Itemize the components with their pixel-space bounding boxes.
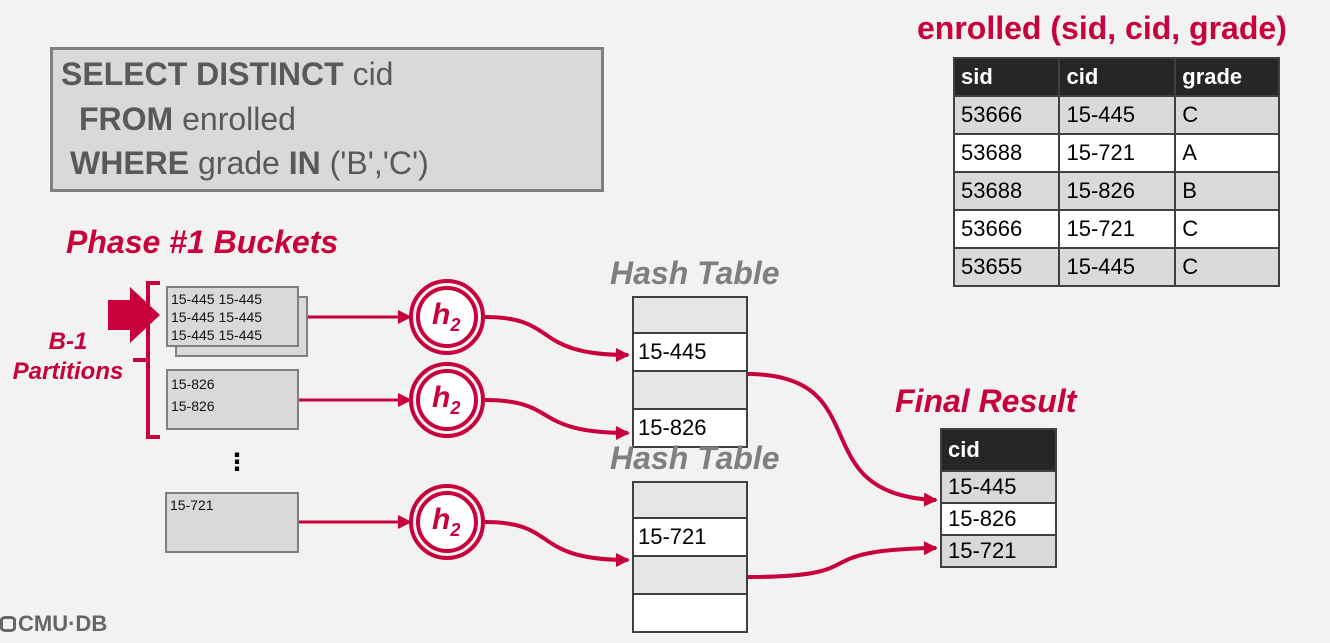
h2-outer (409, 484, 485, 560)
hash-slot (632, 595, 748, 633)
table-cell: 15-721 (1058, 209, 1177, 249)
col-header: sid (952, 57, 1061, 97)
bucket-2: 15-826 15-826 (166, 369, 299, 430)
bucket-3: 15-721 (165, 492, 299, 553)
curve-h2-ht1-826 (484, 398, 630, 440)
hash-slot (632, 481, 748, 519)
sql-keyword: FROM (79, 101, 174, 137)
hash-slot: 15-445 (632, 334, 748, 372)
table-cell: 15-445 (1058, 95, 1177, 135)
curve-ht2-final (746, 541, 938, 579)
hash-slot: 15-826 (632, 410, 748, 448)
bucket-entry: 15-445 15-445 (171, 327, 263, 343)
curve-h2-ht1-445 (484, 315, 630, 362)
partition-bracket (133, 281, 160, 439)
sql-text: cid (343, 56, 394, 92)
hash-fn-base: h (432, 298, 451, 331)
hash-slot (632, 557, 748, 595)
result-cell: 15-445 (940, 470, 1057, 504)
table-cell: 53666 (952, 209, 1061, 249)
hash-function-label: h2 (432, 503, 460, 541)
table-cell: 53655 (952, 247, 1061, 287)
table-cell: 15-445 (1058, 247, 1177, 287)
bucket-entry: 15-826 (171, 398, 215, 414)
enrolled-title: enrolled (sid, cid, grade) (917, 10, 1287, 46)
hash-fn-sub: 2 (450, 315, 461, 335)
sql-keyword: SELECT DISTINCT (61, 56, 344, 92)
hash-table-1-title: Hash Table (610, 255, 780, 291)
database-icon (0, 616, 16, 632)
sql-keyword: WHERE (70, 145, 190, 181)
phase-title: Phase #1 Buckets (66, 224, 339, 260)
hash-slot: 15-721 (632, 519, 748, 557)
hash-fn-sub: 2 (450, 398, 461, 418)
partitions-label-line: B-1 (48, 328, 88, 355)
bucket-entry: 15-826 (171, 376, 215, 392)
sql-query-box: SELECT DISTINCT cid FROM enrolled WHERE … (50, 47, 604, 192)
hash-slot (632, 296, 748, 334)
hash-function-label: h2 (432, 298, 460, 336)
result-cell: 15-826 (940, 502, 1057, 536)
table-cell: 15-721 (1058, 133, 1177, 173)
hash-table-2-title: Hash Table (610, 440, 780, 476)
hash-fn-base: h (432, 503, 451, 536)
sql-text: grade (189, 145, 289, 181)
table-cell: C (1174, 247, 1280, 287)
bucket-entry: 15-445 15-445 (171, 291, 263, 307)
final-result-table: cid 15-445 15-826 15-721 (940, 428, 1057, 568)
result-cell: 15-721 (940, 534, 1057, 568)
curve-h2-ht2-721 (484, 520, 630, 567)
table-cell: C (1174, 95, 1280, 135)
col-header: grade (1174, 57, 1280, 97)
hash-fn-base: h (432, 381, 451, 414)
col-header: cid (940, 428, 1057, 472)
logo-text: CMU·DB (18, 611, 108, 636)
bucket-entry: 15-721 (170, 497, 214, 513)
hash-function-label: h2 (432, 381, 460, 419)
final-result-title: Final Result (895, 383, 1077, 419)
sql-keyword: IN (288, 145, 321, 181)
table-cell: A (1174, 133, 1280, 173)
sql-text: enrolled (173, 101, 296, 137)
h2-outer (409, 279, 485, 355)
col-header: cid (1058, 57, 1177, 97)
input-arrow (108, 287, 160, 343)
curve-ht1-final (746, 372, 938, 507)
hash-fn-sub: 2 (450, 520, 461, 540)
cmu-db-logo: CMU·DB (0, 611, 107, 637)
ellipsis: ⋮ (225, 449, 249, 476)
table-cell: 53688 (952, 133, 1061, 173)
hash-table-2: 15-721 (632, 481, 748, 633)
partitions-label: B-1 Partitions (0, 327, 136, 387)
table-cell: 53666 (952, 95, 1061, 135)
table-cell: 15-826 (1058, 171, 1177, 211)
hash-table-1: 15-445 15-826 (632, 296, 748, 448)
table-cell: C (1174, 209, 1280, 249)
bucket-1: 15-445 15-445 15-445 15-445 15-445 15-44… (166, 286, 299, 347)
bucket-entry: 15-445 15-445 (171, 309, 263, 325)
table-cell: 53688 (952, 171, 1061, 211)
table-cell: B (1174, 171, 1280, 211)
h2-outer (409, 362, 485, 438)
sql-text: ('B','C') (320, 145, 429, 181)
partitions-label-line: Partitions (12, 358, 124, 385)
hash-slot (632, 372, 748, 410)
